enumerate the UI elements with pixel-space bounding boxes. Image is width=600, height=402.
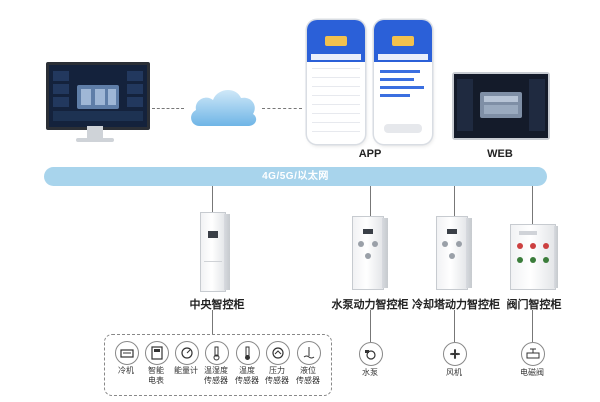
monitor-neck (87, 126, 103, 138)
app-phone-1 (307, 20, 365, 144)
link-valve (532, 186, 533, 224)
cabinet-display (208, 231, 218, 238)
app-header-banner (374, 20, 432, 62)
connector-monitor-cloud (152, 108, 184, 109)
temp-humidity-sensor-icon (205, 341, 229, 365)
cabinet-label-valve: 阀门智控柜 (506, 299, 562, 311)
device-label-energy-meter: 能量计 (174, 366, 198, 375)
device-label-pressure: 压力 传感器 (265, 366, 289, 385)
device-label-temperature: 温度 传感器 (235, 366, 259, 385)
link-cooling (454, 186, 455, 216)
solenoid-valve-icon (521, 342, 545, 366)
device-label-fan: 风机 (446, 368, 462, 377)
chiller-icon (115, 341, 139, 365)
link-pump (370, 186, 371, 216)
central-devices-group (104, 334, 332, 396)
device-label-level: 液位 传感器 (296, 366, 320, 385)
device-label-chiller: 冷机 (118, 366, 134, 375)
cloud-icon (186, 82, 260, 130)
monitor-base (76, 138, 114, 142)
smart-meter-icon (145, 341, 169, 365)
monitor-screen (46, 62, 150, 130)
dashboard-screen-graphic (49, 65, 147, 127)
link-central-devices (212, 310, 213, 334)
cooling-tower-cabinet (436, 216, 472, 290)
water-pump-icon (359, 342, 383, 366)
link-fan-device (454, 310, 455, 342)
device-label-smart-meter: 智能 电表 (148, 366, 164, 385)
app-progress-list (380, 70, 424, 133)
device-label-valve: 电磁阀 (520, 368, 544, 377)
cabinet-label-cooling: 冷却塔动力智控柜 (412, 299, 500, 311)
central-cabinet (200, 212, 230, 292)
connector-cloud-app (262, 108, 302, 109)
cabinet-label-pump: 水泵动力智控柜 (331, 299, 409, 311)
pressure-sensor-icon (266, 341, 290, 365)
device-label-pump: 水泵 (362, 368, 378, 377)
valve-cabinet (510, 224, 558, 290)
web-laptop-screen (452, 72, 550, 140)
network-label: 4G/5G/以太网 (262, 171, 329, 182)
network-bar: 4G/5G/以太网 (44, 167, 547, 186)
app-header-banner (307, 20, 365, 62)
app-label: APP (358, 148, 382, 160)
link-central (212, 186, 213, 212)
link-pump-device (370, 310, 371, 342)
device-label-temp-humidity: 温湿度 传感器 (204, 366, 228, 385)
energy-meter-icon (175, 341, 199, 365)
desktop-monitor (46, 62, 150, 148)
app-phone-2 (374, 20, 432, 144)
level-sensor-icon (297, 341, 321, 365)
fan-icon (443, 342, 467, 366)
web-label: WEB (487, 148, 513, 160)
cabinet-label-central: 中央智控柜 (189, 299, 245, 311)
link-valve-device (532, 310, 533, 342)
temperature-sensor-icon (236, 341, 260, 365)
pump-cabinet (352, 216, 388, 290)
